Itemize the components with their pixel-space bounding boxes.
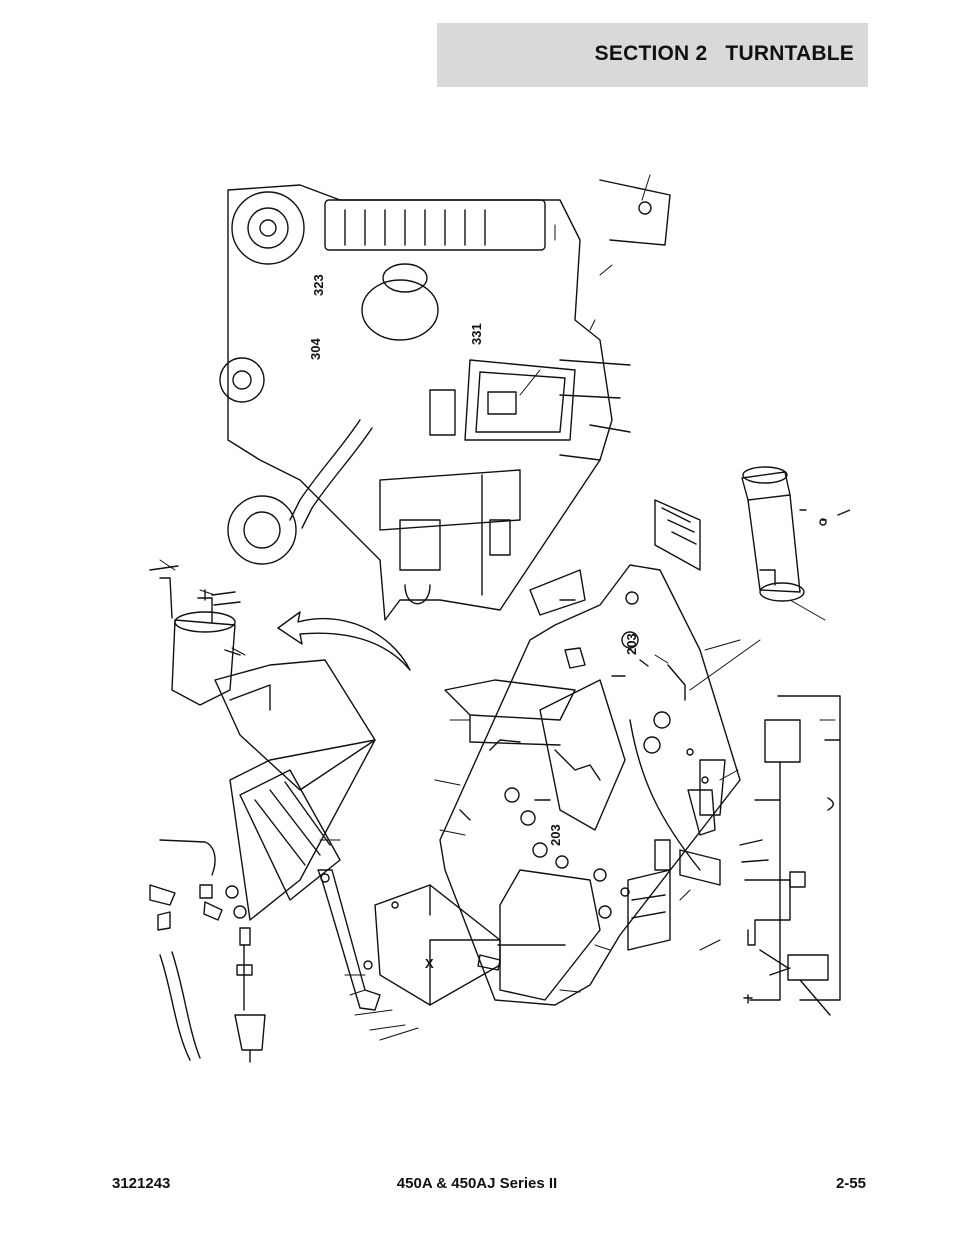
model-name: 450A & 450AJ Series II [396, 1175, 558, 1192]
section-header: SECTION 2 TURNTABLE [437, 23, 868, 87]
engine-assembly [219, 179, 671, 621]
wiring-schematic [743, 695, 841, 1016]
callout-x: X [425, 956, 434, 971]
canister-assembly [149, 565, 241, 706]
direction-arrow [277, 611, 411, 671]
right-components [627, 466, 850, 951]
callout-323: 323 [311, 274, 326, 296]
callout-304: 304 [308, 338, 323, 360]
leader-lines [159, 174, 836, 1041]
section-title: SECTION 2 TURNTABLE [594, 42, 854, 65]
callout-203-lower: 203 [548, 824, 563, 846]
base-plate [439, 564, 741, 1006]
turntable-parts-diagram: 323 304 331 203 203 X [149, 174, 850, 1063]
control-box [374, 884, 501, 1006]
callout-331: 331 [469, 323, 484, 345]
callout-203-upper: 203 [624, 633, 639, 655]
doc-number: 3121243 [112, 1175, 171, 1192]
page-number: 2-55 [835, 1175, 866, 1192]
tray-assembly [149, 659, 381, 1063]
